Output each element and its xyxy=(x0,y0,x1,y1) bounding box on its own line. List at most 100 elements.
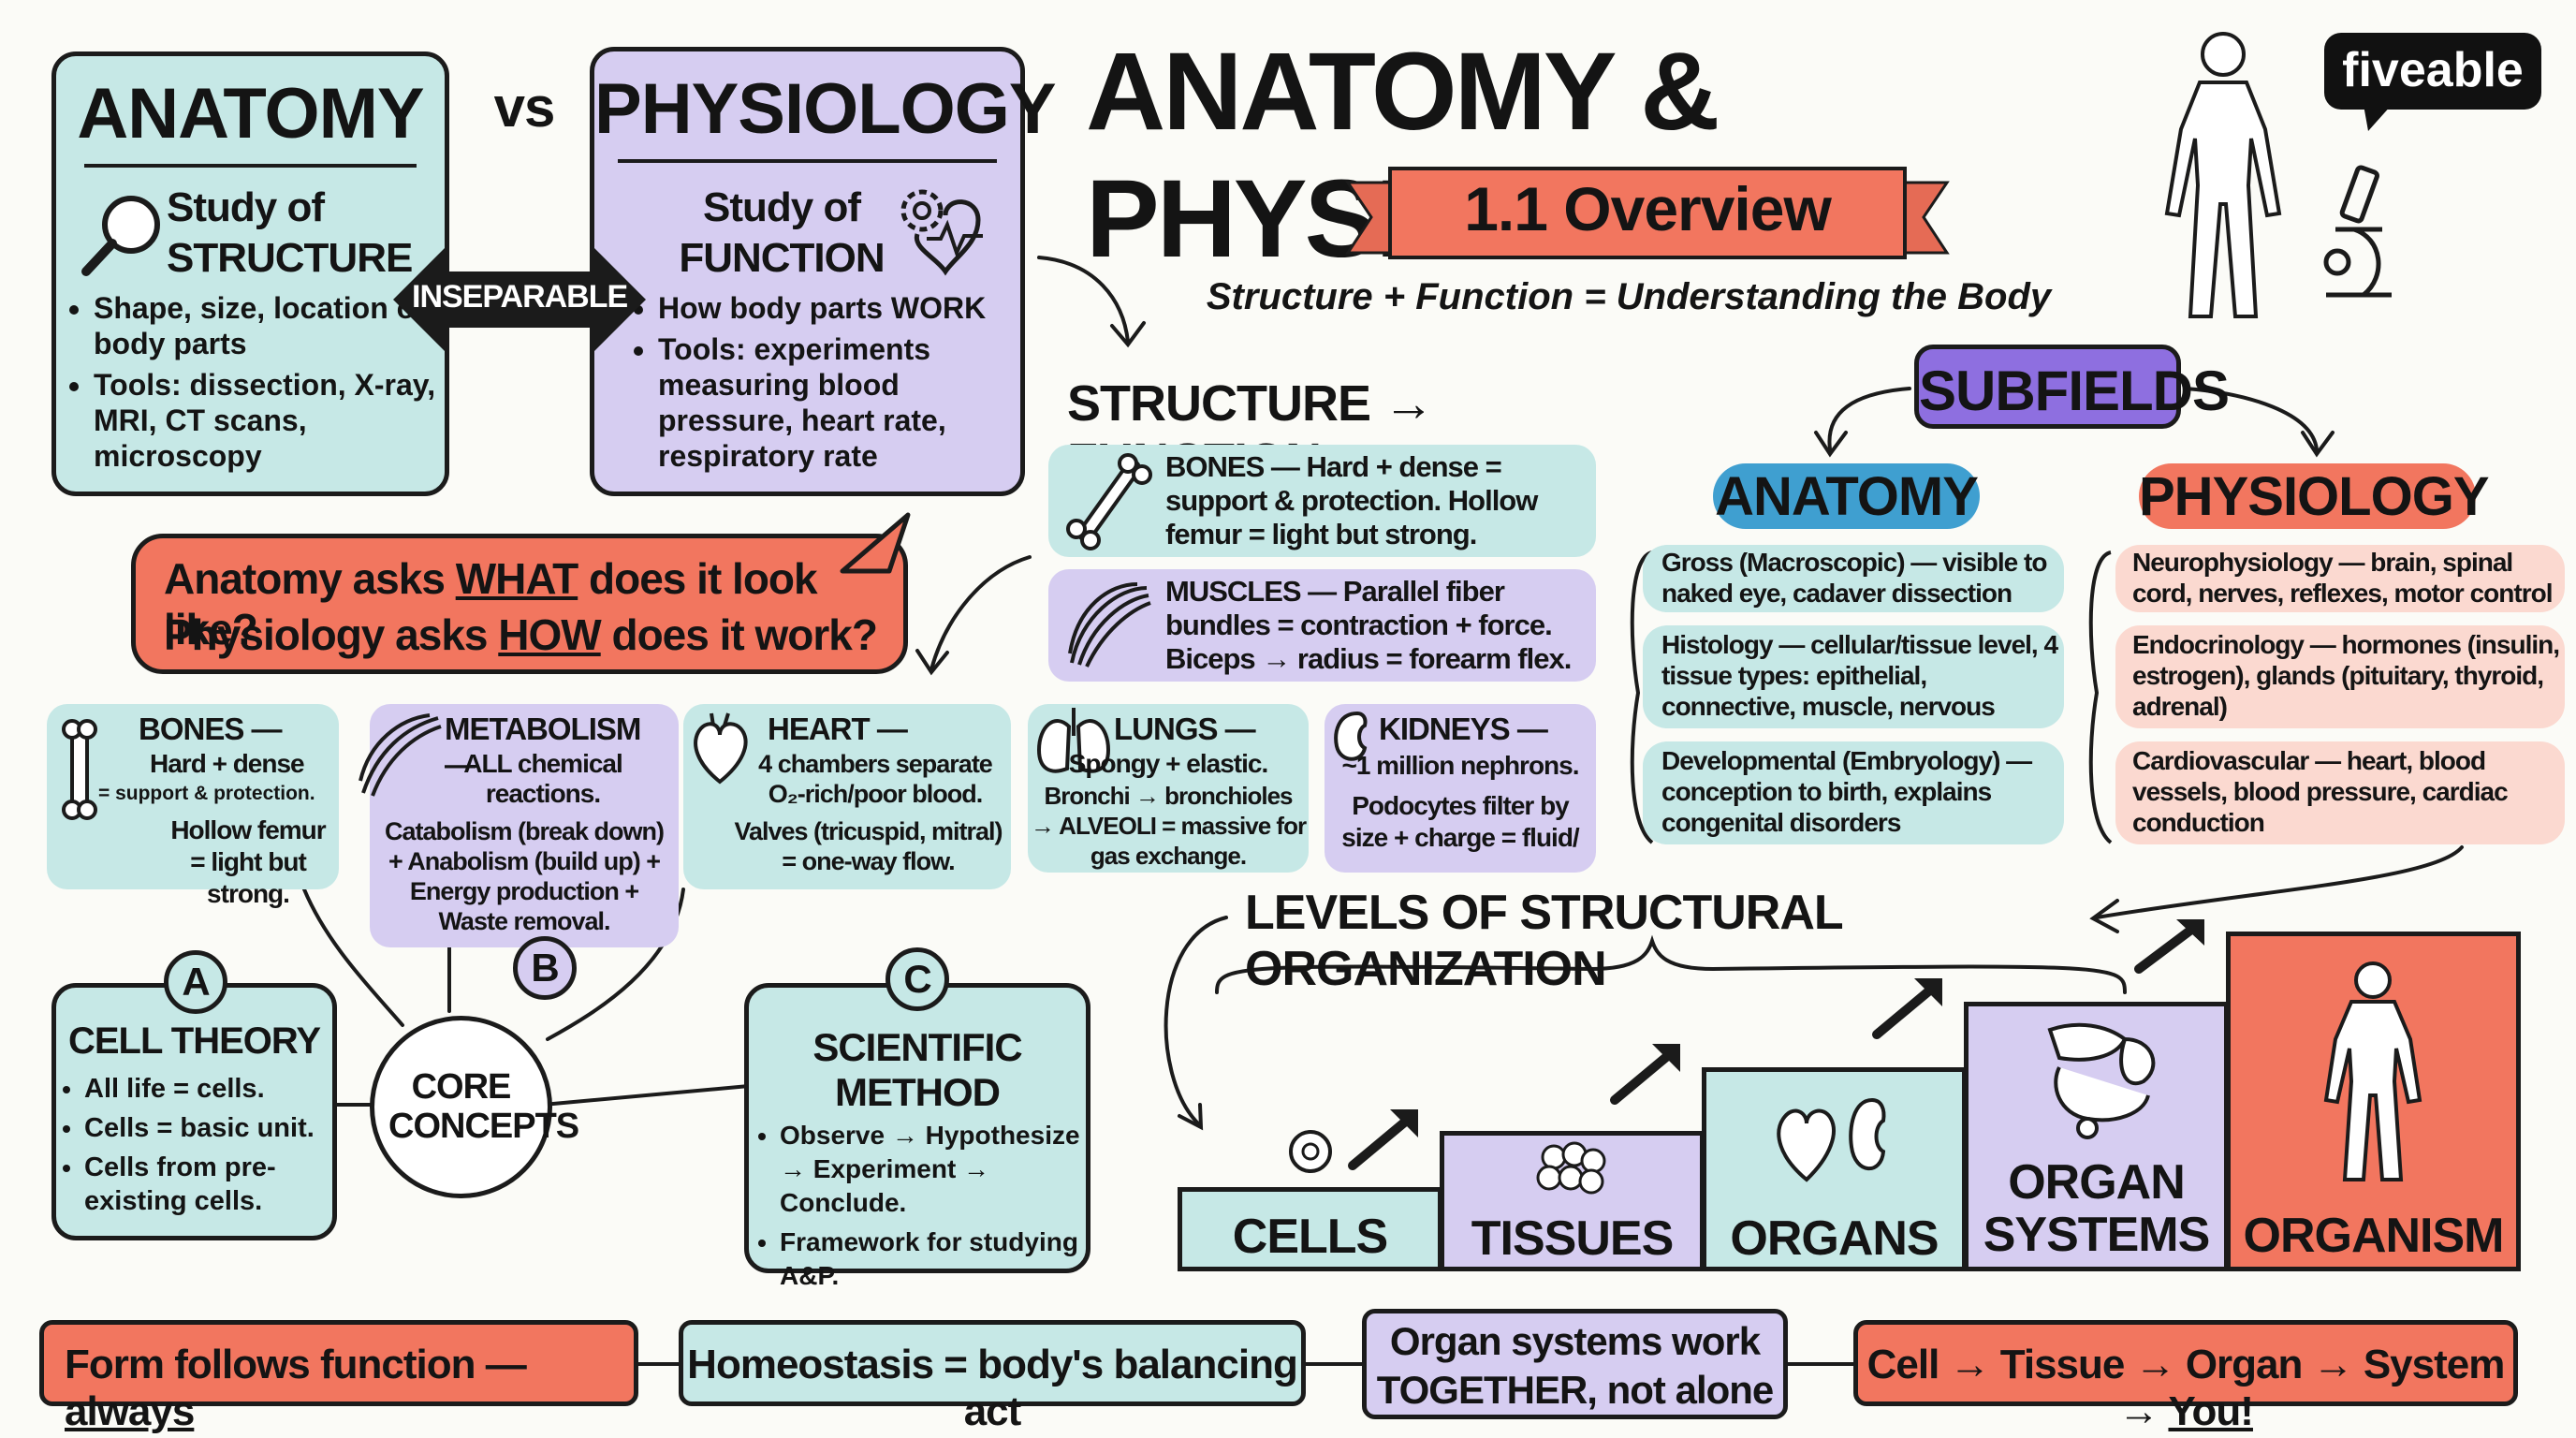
level-tissues-label: TISSUES xyxy=(1471,1211,1675,1266)
example-bones-body: Hard + dense xyxy=(150,749,305,778)
footer-2-text: Homeostasis = body's balancing act xyxy=(687,1342,1298,1434)
level-organ-systems-label: ORGAN SYSTEMS xyxy=(1983,1155,2211,1262)
level-cells-label: CELLS xyxy=(1232,1210,1388,1264)
physiology-bullet: Tools: experiments measuring blood press… xyxy=(658,331,1025,474)
cell-theory-bullet: Cells = basic unit. xyxy=(84,1111,339,1145)
core-concepts-label: CORE CONCEPTS xyxy=(388,1067,579,1146)
scientific-method-bullet: Framework for studying A&P. xyxy=(780,1225,1086,1293)
subfields-anatomy-label: ANATOMY xyxy=(1715,466,1979,527)
sf-muscles-card: MUSCLES — Parallel fiber bundles = contr… xyxy=(1048,569,1596,682)
badge-a-label: A xyxy=(182,960,210,1004)
anatomy-bullets: Shape, size, location of body parts Tool… xyxy=(67,290,442,479)
physiology-cardio-text: Cardiovascular — heart, blood vessels, b… xyxy=(2132,746,2509,837)
question-bubble: Anatomy asks WHAT does it look like? Phy… xyxy=(131,534,908,674)
kidney-icon xyxy=(1334,711,1368,761)
bubble-tail xyxy=(840,512,911,574)
footer-4-text: Cell → Tissue → Organ → System → You! xyxy=(1858,1342,2513,1435)
muscle-icon xyxy=(1068,582,1151,668)
physiology-cardio: Cardiovascular — heart, blood vessels, b… xyxy=(2115,741,2565,844)
example-kidneys-title: KIDNEYS — xyxy=(1379,712,1548,746)
sf-bones-text: BONES — Hard + dense = support & protect… xyxy=(1165,450,1538,550)
muscle-icon xyxy=(359,713,442,797)
question-1-post: does it look like? xyxy=(164,554,818,653)
anatomy-developmental: Developmental (Embryology) — conception … xyxy=(1643,741,2064,844)
physiology-endocrine-text: Endocrinology — hormones (insulin, estro… xyxy=(2132,630,2560,721)
cell-icon xyxy=(1289,1130,1332,1173)
subfields-braces xyxy=(1630,550,2113,844)
anatomy-bullet: Tools: dissection, X-ray, MRI, CT scans,… xyxy=(94,367,442,474)
heading-underline xyxy=(618,159,997,163)
anatomy-developmental-text: Developmental (Embryology) — conception … xyxy=(1661,746,2032,837)
example-kidneys-extra: Podocytes filter by size + charge = flui… xyxy=(1341,791,1579,852)
example-metabolism: METABOLISM — ALL chemical reactions. Cat… xyxy=(359,704,679,947)
example-metabolism-body: ALL chemical reactions. xyxy=(463,749,623,808)
physiology-neuro: Neurophysiology — brain, spinal cord, ne… xyxy=(2115,545,2565,612)
cell-theory-bullet: Cells from pre-existing cells. xyxy=(84,1151,339,1218)
subfields-pill: SUBFIELDS xyxy=(1914,345,2230,429)
footer-form-follows-function: Form follows function — always xyxy=(39,1320,638,1434)
heart-kidney-icon xyxy=(1777,1097,1886,1182)
badge-b: B xyxy=(513,936,577,1000)
human-silhouette-icon xyxy=(2323,961,2422,1181)
brand-badge: fiveable xyxy=(2324,33,2541,110)
physiology-heading: PHYSIOLOGY xyxy=(594,69,1057,149)
question-1-pre: Anatomy asks xyxy=(164,554,456,603)
heading-underline xyxy=(84,164,417,168)
footer-1-em: always xyxy=(65,1388,195,1434)
magnifier-icon xyxy=(81,196,160,276)
question-2-pre: Physiology asks xyxy=(164,610,499,659)
heart-icon xyxy=(694,712,748,785)
microscope-icon xyxy=(2323,165,2392,298)
subfields-heading: SUBFIELDS xyxy=(1919,360,2230,422)
example-lungs-extra: Bronchi → bronchioles → ALVEOLI = massiv… xyxy=(1030,782,1307,870)
subfields-anatomy-pill: ANATOMY xyxy=(1713,463,1980,529)
cell-theory-card: CELL THEORY All life = cells. Cells = ba… xyxy=(51,983,337,1240)
subfields-physiology-label: PHYSIOLOGY xyxy=(2139,466,2490,527)
subtitle-ribbon xyxy=(1345,167,1950,259)
anatomy-bullet: Shape, size, location of body parts xyxy=(94,290,442,361)
question-line-2: Physiology asks HOW does it work? xyxy=(164,609,894,660)
footer-cell-to-you: Cell → Tissue → Organ → System → You! xyxy=(1853,1320,2518,1434)
physiology-bullet: How body parts WORK xyxy=(658,290,1025,326)
example-lungs-title: LUNGS — xyxy=(1114,712,1256,746)
bone-icon xyxy=(1066,453,1152,550)
lungs-icon xyxy=(1036,708,1111,773)
anatomy-card: ANATOMY Study of STRUCTURE Shape, size, … xyxy=(51,51,449,496)
cell-theory-title: CELL THEORY xyxy=(67,1020,321,1062)
example-bones-small: = support & protection. xyxy=(98,783,315,804)
example-bones-title: BONES — xyxy=(139,712,283,746)
footer-homeostasis: Homeostasis = body's balancing act xyxy=(679,1320,1306,1434)
subfields-physiology-pill: PHYSIOLOGY xyxy=(2139,463,2490,529)
physiology-endocrine: Endocrinology — hormones (insulin, estro… xyxy=(2115,625,2565,728)
footer-organ-systems: Organ systems work TOGETHER, not alone xyxy=(1362,1309,1788,1419)
example-heart-extra: Valves (tricuspid, mitral) = one-way flo… xyxy=(734,817,1003,875)
subtitle: 1.1 Overview xyxy=(1464,174,1832,243)
sf-bones-card: BONES — Hard + dense = support & protect… xyxy=(1048,445,1596,557)
tagline: Structure + Function = Understanding the… xyxy=(1206,276,2052,317)
sf-muscles-text: MUSCLES — Parallel fiber bundles = contr… xyxy=(1165,575,1572,675)
physiology-study: Study of FUNCTION xyxy=(679,184,885,281)
bone-icon xyxy=(62,719,97,820)
level-organs: ORGANS xyxy=(1702,1067,1967,1271)
question-2-post: does it work? xyxy=(600,610,878,659)
core-concepts-circle: CORE CONCEPTS xyxy=(370,1016,579,1198)
anatomy-heading: ANATOMY xyxy=(77,74,424,154)
footer-4-em: You! xyxy=(2168,1388,2253,1434)
digestive-system-icon xyxy=(2047,1022,2156,1139)
example-kidneys: KIDNEYS — ~1 million nephrons. Podocytes… xyxy=(1325,704,1596,873)
vs-label: vs xyxy=(493,76,556,139)
footer-1-text: Form follows function — always xyxy=(65,1342,626,1435)
scientific-method-card: SCIENTIFIC METHOD Observe → Hypothesize … xyxy=(744,983,1090,1290)
badge-b-label: B xyxy=(531,946,559,990)
anatomy-gross-text: Gross (Macroscopic) — visible to naked e… xyxy=(1661,548,2047,608)
anatomy-histology: Histology — cellular/tissue level, 4 tis… xyxy=(1643,625,2064,728)
cell-theory-bullet: All life = cells. xyxy=(84,1072,339,1106)
badge-c-label: C xyxy=(903,957,931,1001)
inseparable-label: INSEPARABLE xyxy=(412,279,628,315)
badge-c: C xyxy=(886,947,949,1011)
anatomy-study: Study of STRUCTURE xyxy=(167,184,413,281)
level-organs-label: ORGANS xyxy=(1730,1211,1939,1266)
example-lungs: LUNGS — Spongy + elastic. Bronchi → bron… xyxy=(1028,704,1309,873)
example-heart: HEART — 4 chambers separate O₂-rich/poor… xyxy=(683,704,1011,889)
scientific-method-bullet: Observe → Hypothesize → Experiment → Con… xyxy=(780,1119,1086,1220)
